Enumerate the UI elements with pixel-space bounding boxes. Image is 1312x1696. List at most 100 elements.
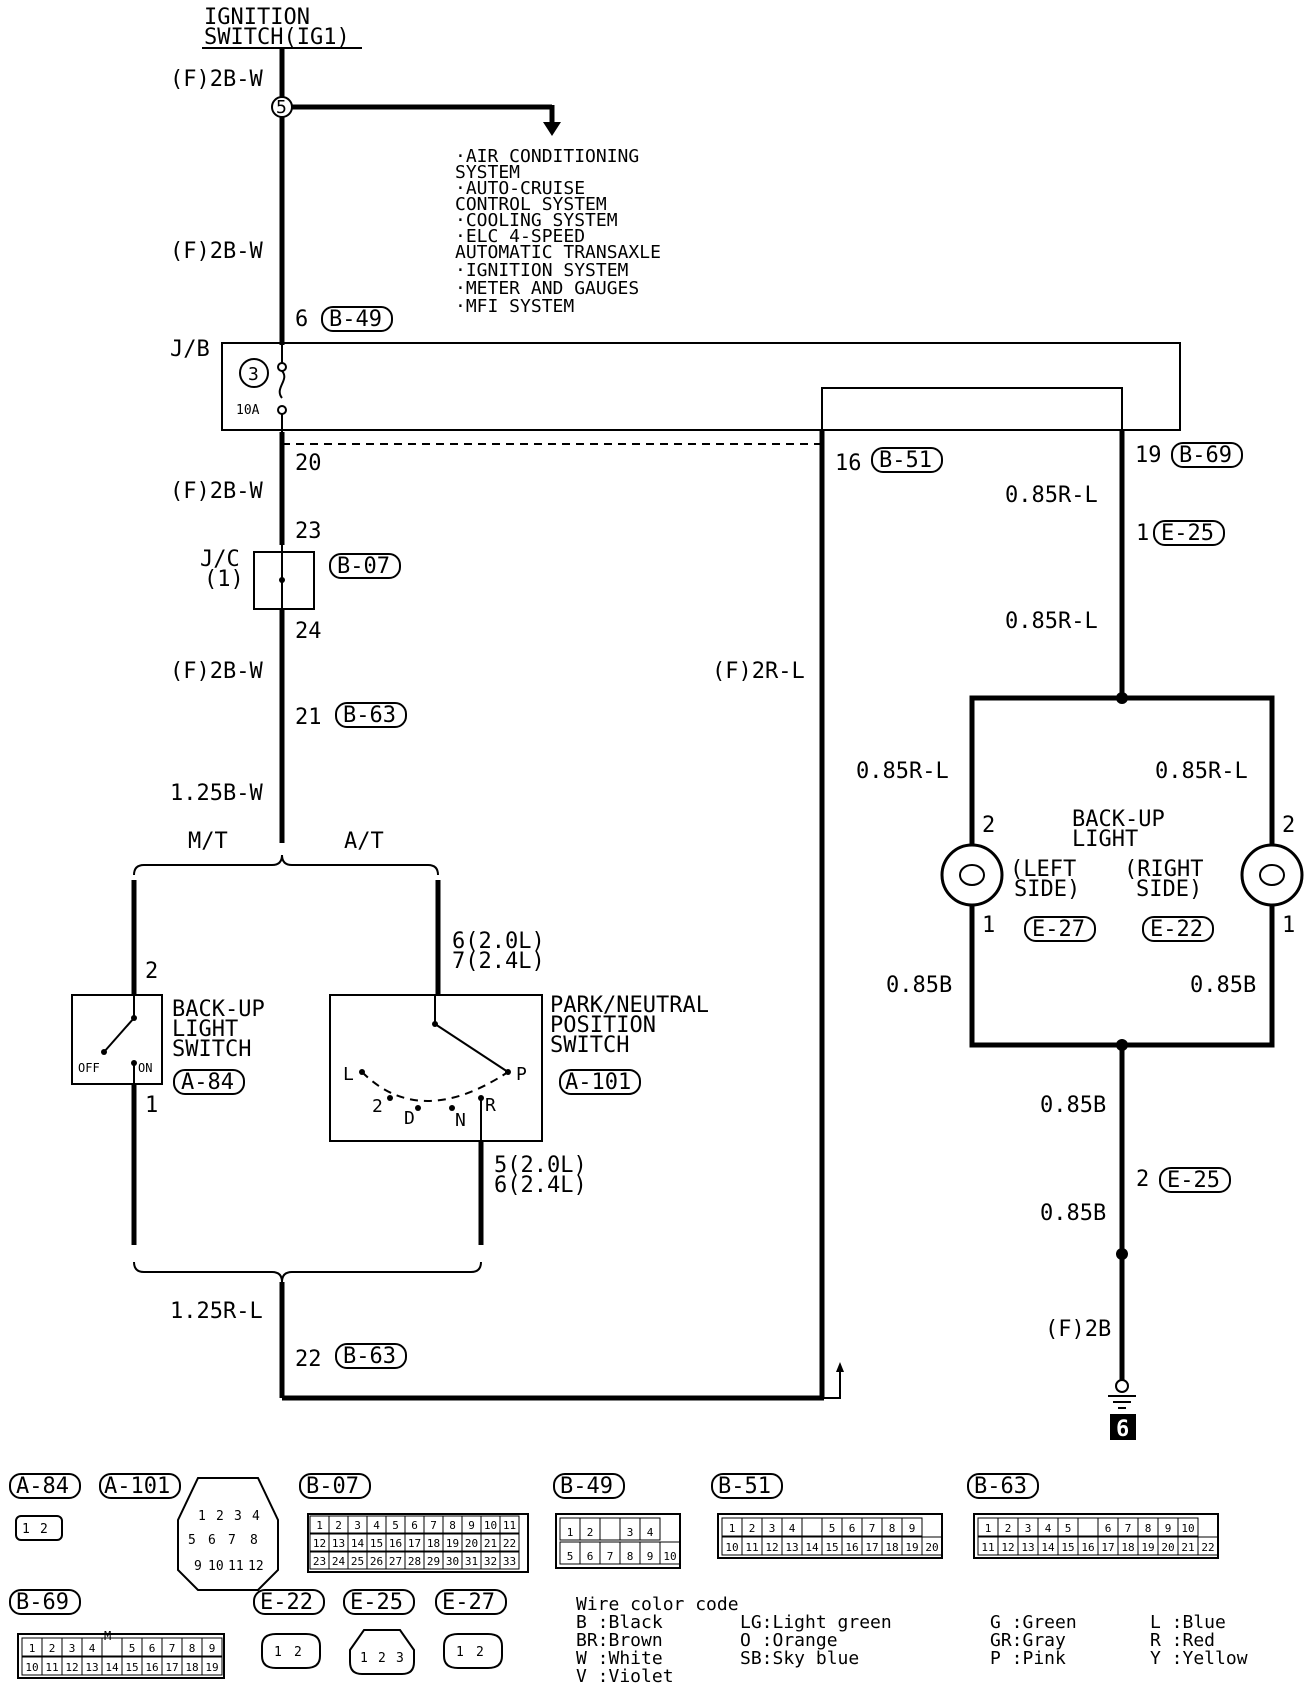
connector-pin-number: 7 [869,1522,876,1535]
connector-pin-number: 3 [1025,1522,1032,1535]
connector-pin-number: 4 [373,1519,380,1532]
face-e27-pin: 1 [456,1645,464,1660]
pin-20: 20 [295,451,322,476]
connector-pin-number: 13 [85,1661,98,1674]
pn-pos-2 [387,1095,393,1101]
pn-letter-p: P [516,1064,527,1085]
left-side-label-2: SIDE) [1014,877,1080,902]
pn-label-1: PARK/NEUTRAL [550,993,709,1018]
pin-16: 16 [835,451,862,476]
face-a101-pin: 12 [248,1559,264,1574]
connector-pin-number: 16 [1081,1541,1094,1554]
fuse-terminal-top [277,362,287,372]
connector-pin-number: 14 [1041,1541,1055,1554]
systems-item: ·IGNITION SYSTEM [455,260,629,281]
connector-pin-cell [599,1517,621,1541]
right-lamp-pin-1: 1 [1282,913,1295,938]
wire-label-085rl-right: 0.85R-L [1155,759,1248,784]
legend-entry: GR:Gray [990,1630,1066,1651]
connector-pin-number: 14 [805,1541,819,1554]
connector-pin-number: 6 [411,1519,418,1532]
connector-pin-number: 18 [185,1661,198,1674]
connector-pin-number: 4 [1045,1522,1052,1535]
ground-terminal [1115,1379,1129,1393]
face-e22-pin: 1 [274,1645,282,1660]
connector-pin-number: 18 [885,1541,898,1554]
connector-pin-number: 3 [354,1519,361,1532]
ground-number: 6 [1116,1417,1129,1442]
connector-pin-cell [1177,1517,1199,1537]
wire-label-f2bw-2: (F)2B-W [170,239,263,264]
connector-pin-number: 25 [351,1555,364,1568]
face-a101-pin: 5 [188,1533,196,1548]
connector-pin-number: 12 [1001,1541,1014,1554]
junction-5-number: 5 [276,97,287,118]
face-b07-tag [299,1473,371,1499]
right-side-label-1: (RIGHT [1124,857,1203,882]
right-lamp-icon [1240,843,1304,907]
wire-label-f2bw-1: (F)2B-W [170,67,263,92]
wire-label-085b-2: 0.85B [1040,1201,1106,1226]
connector-e27-label: E-27 [1032,917,1085,942]
connector-pin-number: 8 [1145,1522,1152,1535]
pin-19: 19 [1135,443,1162,468]
connector-pin-number: 1 [985,1522,992,1535]
jb-internal-bus [821,387,1123,430]
face-a101-pin: 11 [228,1559,244,1574]
legend-entry: O :Orange [740,1630,838,1651]
face-b63-tag [967,1473,1039,1499]
jc-label-2: (1) [204,567,244,592]
connector-pin-number: 2 [1005,1522,1012,1535]
pn-pos-d [415,1105,421,1111]
connector-pin-number: 8 [449,1519,456,1532]
wire-label-085b-1: 0.85B [1040,1093,1106,1118]
backup-light-label-1: BACK-UP [1072,807,1165,832]
connector-pin-number: 5 [392,1519,399,1532]
connector-pin-cell [639,1517,661,1541]
connector-pin-number: 14 [105,1661,119,1674]
face-a84-body [15,1515,63,1541]
connector-pin-number: 18 [427,1537,440,1550]
connector-pin-number: 1 [29,1642,36,1655]
pin-23: 23 [295,519,322,544]
pn-pin-top-1: 6(2.0L) [452,929,545,954]
connector-pin-number: 8 [627,1550,634,1563]
connector-pin-number: 15 [370,1537,383,1550]
face-a101-pin: 9 [194,1559,202,1574]
pin-21: 21 [295,705,322,730]
systems-item: ·ELC 4-SPEED [455,226,585,247]
connector-pin-cell [921,1536,943,1556]
connector-pin-cell [801,1517,823,1537]
connector-a84-tag [173,1069,245,1095]
systems-item: ·COOLING SYSTEM [455,210,618,231]
fuse-amperage: 10A [236,403,260,418]
connector-b51-tag [871,447,943,473]
face-a84-pin: 1 [22,1522,30,1537]
connector-pin-cell [1077,1517,1099,1537]
left-lamp-icon [940,843,1004,907]
wire-label-085rl-1: 0.85R-L [1005,483,1098,508]
connector-pin-number: 21 [1181,1541,1194,1554]
connector-pin-number: 15 [1061,1541,1074,1554]
backup-light-switch-body [71,994,163,1085]
face-a101-pin: 4 [252,1509,260,1524]
connector-pin-number: 9 [647,1550,654,1563]
pin-e25-1: 1 [1136,521,1149,546]
connector-pin-number: 5 [567,1550,574,1563]
systems-item: SYSTEM [455,162,520,183]
connector-pin-number: 13 [1021,1541,1034,1554]
connector-pin-number: 21 [484,1537,497,1550]
connector-e25-tag-bottom [1159,1167,1231,1193]
connector-pin-number: 3 [69,1642,76,1655]
fuse-terminal-bottom [277,405,287,415]
fuse-icon [278,370,286,399]
legend-entry: SB:Sky blue [740,1648,859,1669]
connector-pin-number: 2 [49,1642,56,1655]
pn-label-3: SWITCH [550,1033,629,1058]
connector-pin-number: 16 [145,1661,158,1674]
legend-entry: G :Green [990,1612,1077,1633]
face-a101-pin: 10 [208,1559,224,1574]
connector-pin-number: 16 [389,1537,402,1550]
face-b69-tag [9,1589,81,1615]
face-e22-tag [253,1589,325,1615]
